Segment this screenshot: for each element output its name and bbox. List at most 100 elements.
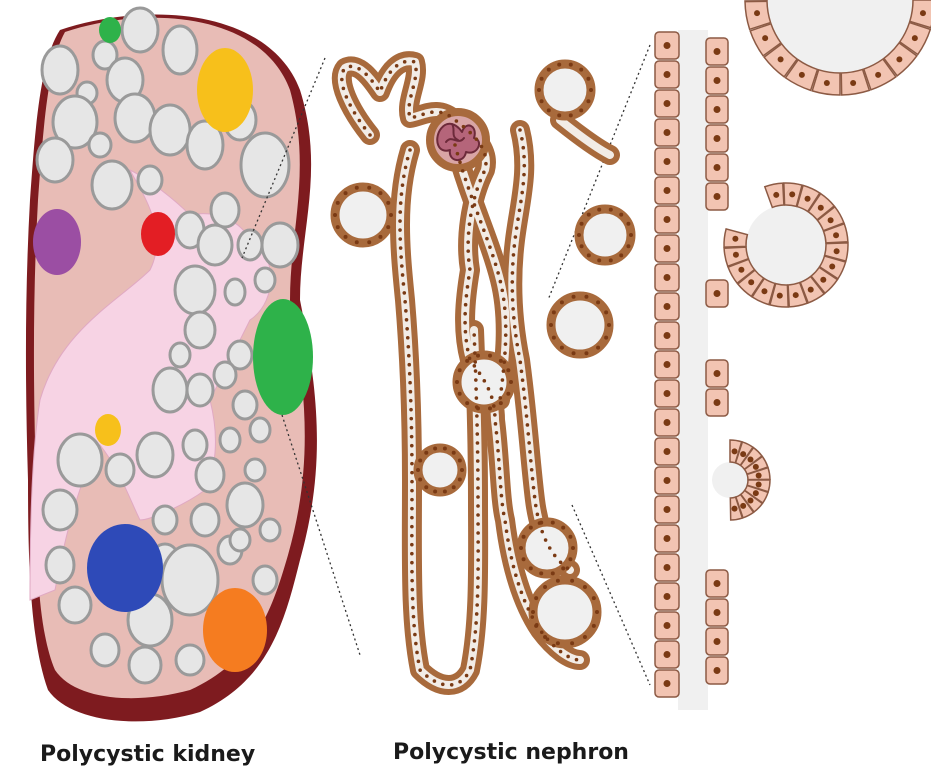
cyst: [211, 193, 239, 227]
cyst-cell-nucleus: [738, 267, 744, 273]
cyst-nucleus: [509, 380, 513, 384]
cell-nucleus: [714, 399, 721, 406]
tubule-nucleus: [502, 369, 506, 373]
tubule-nucleus: [412, 615, 416, 619]
tubule-nucleus: [465, 294, 469, 298]
tubule-nucleus: [410, 534, 414, 538]
cyst-nucleus: [534, 596, 538, 600]
cyst-ring: [579, 209, 631, 261]
tubule-nucleus: [441, 682, 445, 686]
tubule-nucleus: [403, 60, 407, 64]
cyst-cell-nucleus: [732, 236, 738, 242]
tubule-nucleus: [475, 612, 479, 616]
cell-nucleus: [714, 290, 721, 297]
tubule-nucleus: [413, 77, 417, 81]
cyst-nucleus: [552, 336, 556, 340]
tubule-nucleus: [512, 565, 516, 569]
cell-nucleus: [664, 564, 671, 571]
tubule-nucleus: [476, 468, 480, 472]
cell-nucleus: [714, 638, 721, 645]
cyst: [58, 434, 102, 486]
tubule-nucleus: [512, 316, 516, 320]
tubule-nucleus: [389, 70, 393, 74]
cyst-nucleus: [586, 99, 590, 103]
cyst-nucleus: [416, 468, 420, 472]
tubule-nucleus: [409, 390, 413, 394]
cell-nucleus: [664, 651, 671, 658]
cyst-nucleus: [560, 300, 564, 304]
cyst-nucleus: [531, 610, 535, 614]
cyst: [198, 225, 232, 265]
cell-nucleus: [714, 667, 721, 674]
tubule-nucleus: [414, 642, 418, 646]
cyst-nucleus: [389, 213, 393, 217]
tubule-nucleus: [524, 405, 528, 409]
tubule-nucleus: [514, 235, 518, 239]
cell-nucleus: [714, 164, 721, 171]
cyst-nucleus: [609, 258, 613, 262]
cell-nucleus: [664, 390, 671, 397]
cyst-cell-nucleus: [754, 10, 760, 16]
cyst-nucleus: [597, 258, 601, 262]
cyst-nucleus: [569, 113, 573, 117]
cyst-nucleus: [465, 401, 469, 405]
cyst-nucleus: [488, 354, 492, 358]
tubule-nucleus: [470, 195, 474, 199]
tubule-nucleus: [511, 271, 515, 275]
tubule-nucleus: [413, 115, 417, 119]
cell-nucleus: [664, 477, 671, 484]
tubule-nucleus: [462, 125, 466, 129]
cell-nucleus: [664, 622, 671, 629]
cell-nucleus: [664, 535, 671, 542]
cyst-nucleus: [367, 186, 371, 190]
cyst-nucleus: [386, 225, 390, 229]
cyst-nucleus: [344, 235, 348, 239]
cyst-cell-nucleus: [920, 10, 926, 16]
cyst-nucleus: [557, 113, 561, 117]
cyst-nucleus: [367, 240, 371, 244]
tubule-nucleus: [410, 498, 414, 502]
tubule-nucleus: [450, 683, 454, 687]
tubule-nucleus: [544, 538, 548, 542]
tubule-nucleus: [473, 360, 477, 364]
tubule-nucleus: [566, 655, 570, 659]
tubule-nucleus: [357, 67, 361, 71]
tubule-nucleus: [475, 405, 479, 409]
tubule-nucleus: [410, 444, 414, 448]
cyst-cell-nucleus: [799, 72, 805, 78]
tubule-nucleus: [479, 220, 483, 224]
cyst: [220, 428, 240, 452]
tubule-nucleus: [410, 435, 414, 439]
cyst-cell-nucleus: [733, 252, 739, 258]
cell-nucleus: [664, 361, 671, 368]
tubule-nucleus: [523, 599, 527, 603]
tubule-nucleus: [488, 245, 492, 249]
highlighted-cyst: [95, 414, 121, 446]
tubule-nucleus: [514, 334, 518, 338]
cyst: [241, 133, 289, 197]
cyst-nucleus: [333, 213, 337, 217]
tubule-nucleus: [478, 371, 482, 375]
tubule-nucleus: [476, 567, 480, 571]
tubule-nucleus: [487, 387, 491, 391]
tubule-nucleus: [453, 143, 457, 147]
cyst-nucleus: [433, 447, 437, 451]
epithelial-cysts: [712, 0, 931, 520]
tubule-nucleus: [456, 152, 460, 156]
kidney-illustration: [26, 8, 317, 721]
tubule-nucleus: [518, 128, 522, 132]
tubule-nucleus: [494, 262, 498, 266]
tubule-nucleus: [552, 644, 556, 648]
cyst-nucleus: [539, 571, 543, 575]
tubule-nucleus: [536, 513, 540, 517]
cyst: [91, 634, 119, 666]
cyst-cell-nucleus: [756, 472, 762, 478]
cyst-nucleus: [609, 208, 613, 212]
cyst-nucleus: [386, 201, 390, 205]
cyst-cell-nucleus: [748, 279, 754, 285]
highlighted-cyst: [87, 524, 163, 612]
tubule-nucleus: [499, 280, 503, 284]
tubule-nucleus: [510, 280, 514, 284]
tubule-nucleus: [476, 450, 480, 454]
tubule-nucleus: [473, 203, 477, 207]
